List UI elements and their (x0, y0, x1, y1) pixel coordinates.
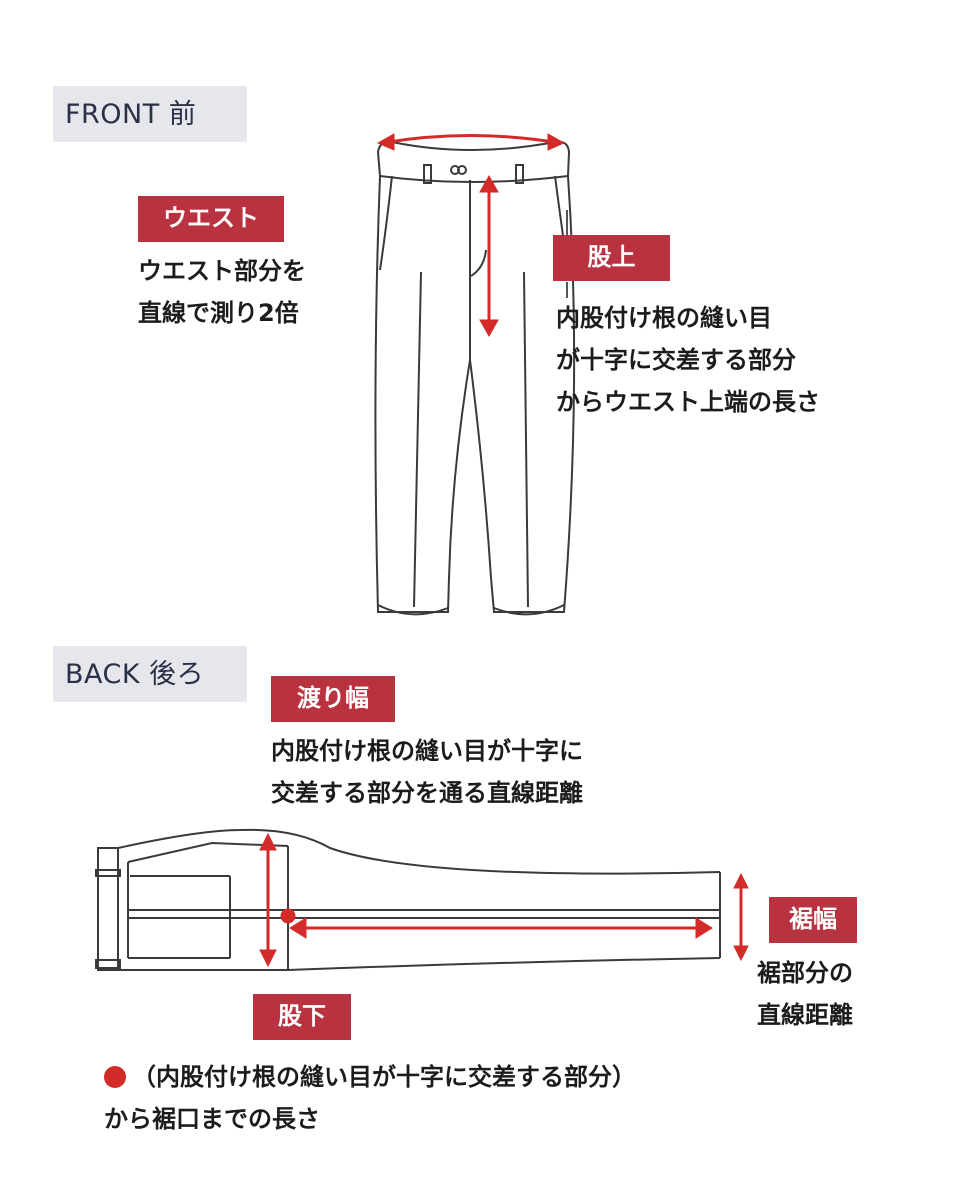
rise-tag: 股上 (553, 235, 670, 281)
inseam-description: （内股付け根の縫い目が十字に交差する部分） から裾口までの長さ (104, 1056, 636, 1140)
hem-tag: 裾幅 (769, 897, 857, 943)
inseam-description-text: （内股付け根の縫い目が十字に交差する部分） (132, 1063, 636, 1091)
thigh-description: 内股付け根の縫い目が十字に 交差する部分を通る直線距離 (271, 730, 583, 814)
back-section-label: BACK 後ろ (53, 646, 247, 702)
crotch-point-dot-icon (104, 1066, 126, 1088)
back-pants-outline (95, 828, 721, 971)
hem-description-line: 裾部分の (757, 959, 853, 987)
front-pants-outline (374, 140, 576, 616)
waist-tag: ウエスト (138, 196, 284, 242)
thigh-description-line: 交差する部分を通る直線距離 (271, 779, 583, 807)
rise-arrow (479, 174, 499, 338)
waist-arrow (376, 133, 566, 151)
hem-description-line: 直線距離 (757, 1001, 853, 1029)
inseam-tag: 股下 (253, 994, 351, 1040)
waist-description: ウエスト部分を 直線で測り2倍 (138, 250, 306, 334)
front-section-label: FRONT 前 (53, 86, 247, 142)
rise-description-line: からウエスト上端の長さ (556, 388, 820, 416)
thigh-arrow (259, 832, 277, 968)
inseam-description-line: （内股付け根の縫い目が十字に交差する部分） (104, 1056, 636, 1098)
hem-arrow (733, 872, 749, 962)
thigh-description-line: 内股付け根の縫い目が十字に (271, 737, 583, 765)
inseam-arrow (280, 908, 713, 939)
thigh-tag: 渡り幅 (271, 676, 395, 722)
waist-description-line: 直線で測り2倍 (138, 299, 299, 327)
rise-description-line: が十字に交差する部分 (556, 346, 796, 374)
hem-description: 裾部分の 直線距離 (757, 952, 853, 1036)
rise-description-line: 内股付け根の縫い目 (556, 304, 772, 332)
rise-description: 内股付け根の縫い目 が十字に交差する部分 からウエスト上端の長さ (556, 297, 820, 423)
waist-description-line: ウエスト部分を (138, 257, 306, 285)
inseam-description-line: から裾口までの長さ (104, 1105, 320, 1133)
